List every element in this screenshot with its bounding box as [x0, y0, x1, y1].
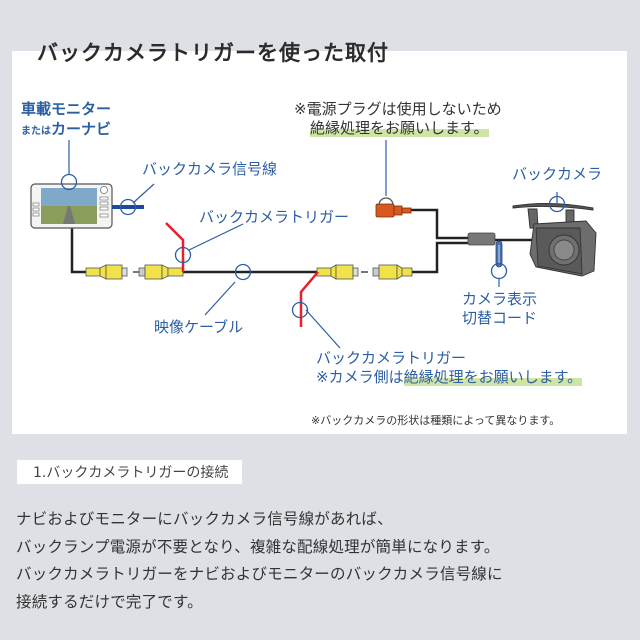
highlight-insulate-camera: 絶縁処理をお願いします。: [403, 368, 583, 386]
power-plug-icon: [375, 203, 412, 218]
page-title: バックカメラトリガーを使った取付: [37, 41, 389, 65]
label-video-cable: 映像ケーブル: [154, 318, 244, 336]
highlight-insulate: 絶縁処理をお願いします。: [310, 119, 489, 137]
rca-connector-icon: [85, 264, 184, 280]
section-heading: 1.バックカメラトリガーの接続: [17, 460, 243, 484]
section-paragraph: ナビおよびモニターにバックカメラ信号線があれば、 バックランプ電源が不要となり、…: [16, 506, 626, 616]
switch-cord: [495, 240, 503, 268]
paragraph-line: ナビおよびモニターにバックカメラ信号線があれば、: [16, 510, 393, 528]
label-trigger-bottom-line2: ※カメラ側は絶縁処理をお願いします。: [316, 368, 583, 386]
back-camera-icon: [512, 202, 597, 277]
callout-circle-icon: [60, 173, 566, 319]
label-signal-wire: バックカメラ信号線: [142, 160, 278, 178]
paragraph-line: バックランプ電源が不要となり、複雑な配線処理が簡単になります。: [16, 537, 500, 556]
paragraph-line: バックカメラトリガーをナビおよびモニターのバックカメラ信号線に: [16, 565, 503, 583]
label-switch-cord-line2: 切替コード: [462, 309, 538, 327]
monitor-icon: [30, 183, 113, 229]
label-shape-note: ※バックカメラの形状は種類によって異なります。: [311, 414, 561, 427]
label-car-navi: カーナビ: [51, 120, 112, 138]
paragraph-line: 接続するだけで完了です。: [16, 592, 203, 611]
video-cable: [70, 208, 540, 274]
label-trigger-top: バックカメラトリガー: [199, 208, 350, 226]
label-trigger-bottom-prefix: ※カメラ側は: [316, 368, 404, 386]
label-monitor: 車載モニター: [21, 100, 112, 118]
label-monitor-alt-prefix: または: [21, 126, 51, 137]
label-monitor-alt: またはカーナビ: [21, 119, 111, 138]
label-back-camera: バックカメラ: [512, 165, 603, 183]
trigger-wire: [165, 222, 319, 327]
callout-lines: [68, 140, 558, 349]
cable-junction: [467, 232, 496, 246]
rca-connector-icon: [316, 264, 413, 280]
label-switch-cord-line1: カメラ表示: [462, 290, 538, 308]
label-trigger-bottom-line1: バックカメラトリガー: [316, 349, 467, 367]
label-power-note-line1: ※電源プラグは使用しないため: [294, 100, 502, 118]
label-power-note-line2: 絶縁処理をお願いします。: [310, 119, 489, 137]
